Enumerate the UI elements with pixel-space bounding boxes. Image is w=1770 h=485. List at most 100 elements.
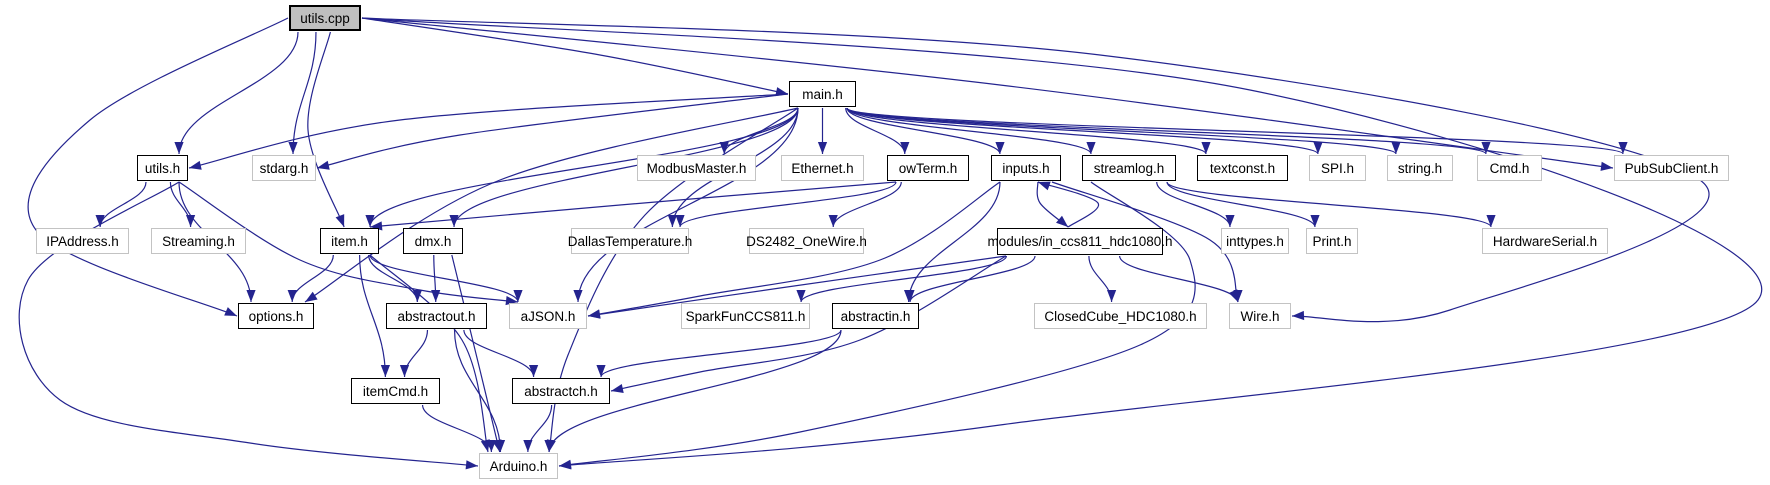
edge-main_h-to-dmx <box>453 107 799 228</box>
arrowhead-modules-to-ajson <box>588 309 601 319</box>
node-ipaddress: IPAddress.h <box>36 228 129 254</box>
arrowhead-main_h-to-dmx <box>449 215 459 227</box>
edge-main_h-to-cmd <box>846 107 1487 155</box>
arrowhead-owterm-to-dallas <box>675 215 685 227</box>
node-arduino: Arduino.h <box>479 453 558 479</box>
arrowhead-utils_cpp-to-utils_h <box>174 142 184 154</box>
arrowhead-main_h-to-options <box>305 291 318 302</box>
node-string-h: string.h <box>1387 155 1453 181</box>
arrowhead-modules-to-abstractin <box>905 290 915 302</box>
arrowhead-main_h-to-stdarg_h <box>317 160 330 170</box>
arrowhead-abstractout-to-arduino <box>495 440 506 452</box>
arrowhead-abstractin-to-arduino <box>544 440 554 452</box>
node-dallas: DallasTemperature.h <box>568 228 692 254</box>
edge-streamlog-to-arduino <box>558 181 1196 467</box>
node-abstractch[interactable]: abstractch.h <box>512 378 610 404</box>
arrowhead-item-to-abstractout <box>412 290 422 302</box>
node-stdarg-h: stdarg.h <box>252 155 316 181</box>
arrowhead-modules-to-wire <box>1233 290 1243 302</box>
arrowhead-abstractout-to-abstractch <box>529 365 539 377</box>
node-sparkfun: SparkFunCCS811.h <box>681 303 810 329</box>
node-abstractin[interactable]: abstractin.h <box>832 303 919 329</box>
node-dmx[interactable]: dmx.h <box>403 228 463 254</box>
edge-main_h-to-streamlog <box>846 107 1092 155</box>
edge-main_h-to-ajson <box>577 107 799 303</box>
arrowhead-main_h-to-spi <box>1313 142 1323 154</box>
arrowhead-utils_h-to-ipaddress <box>95 215 105 227</box>
edge-owterm-to-item <box>369 181 897 228</box>
arrowhead-utils_h-to-ajson <box>505 296 518 306</box>
arrowhead-utils_h-to-options <box>246 290 256 302</box>
arrowhead-main_h-to-cmd <box>1481 142 1491 154</box>
node-owterm[interactable]: owTerm.h <box>887 155 969 181</box>
edge-owterm-to-dallas <box>679 181 897 228</box>
edge-utils_cpp-to-arduino <box>361 17 1763 467</box>
node-abstractout[interactable]: abstractout.h <box>386 303 487 329</box>
node-utils-h[interactable]: utils.h <box>137 155 188 181</box>
arrowhead-streamlog-to-arduino <box>559 459 572 469</box>
edge-item-to-arduino <box>369 254 489 453</box>
edge-utils_cpp-to-main_h <box>361 17 789 95</box>
arrowhead-owterm-to-item <box>370 221 383 231</box>
edge-utils_h-to-ajson <box>178 181 519 303</box>
arrowhead-abstractin-to-abstractch <box>596 365 606 377</box>
node-hwserial: HardwareSerial.h <box>1482 228 1608 254</box>
edge-main_h-to-item <box>369 107 799 228</box>
node-textconst[interactable]: textconst.h <box>1197 155 1288 181</box>
edge-utils_cpp-to-item <box>307 31 345 228</box>
node-wire: Wire.h <box>1229 303 1291 329</box>
node-pubsub: PubSubClient.h <box>1614 155 1729 181</box>
node-streaming: Streaming.h <box>151 228 246 254</box>
edge-modules-to-abstractch <box>610 255 1007 392</box>
node-item[interactable]: item.h <box>320 228 379 254</box>
edge-item-to-ajson <box>369 254 519 303</box>
edge-main_h-to-inputs <box>846 107 1001 155</box>
arrowhead-main_h-to-pubsub <box>1618 142 1628 154</box>
edge-utils_cpp-to-stdarg_h <box>292 31 317 155</box>
arrowhead-utils_cpp-to-wire <box>1292 310 1305 321</box>
arrowhead-main_h-to-ajson <box>573 290 583 302</box>
node-itemcmd[interactable]: itemCmd.h <box>351 378 440 404</box>
edge-main_h-to-textconst <box>846 107 1207 155</box>
edge-dmx-to-arduino <box>451 254 501 453</box>
edge-utils_cpp-to-utils_h <box>178 31 299 155</box>
node-streamlog[interactable]: streamlog.h <box>1082 155 1176 181</box>
edge-utils_cpp-to-options <box>27 17 289 317</box>
arrowhead-streamlog-to-print <box>1310 215 1320 227</box>
edge-inputs-to-abstractin <box>908 181 1001 303</box>
node-modbus: ModbusMaster.h <box>637 155 756 181</box>
edge-utils_cpp-to-pubsub <box>361 17 1614 169</box>
edge-itemcmd-to-arduino <box>421 404 493 453</box>
arrowhead-main_h-to-streamlog <box>1086 142 1096 154</box>
node-inputs[interactable]: inputs.h <box>991 155 1061 181</box>
edge-abstractout-to-itemcmd <box>403 329 429 378</box>
edge-main_h-to-pubsub <box>846 107 1624 155</box>
arrowhead-abstractout-to-itemcmd <box>399 365 410 377</box>
arrowhead-owterm-to-ds2482 <box>828 215 838 227</box>
arrowhead-modules-to-closedcube <box>1107 290 1117 302</box>
arrowhead-main_h-to-dallas <box>667 215 677 227</box>
arrowhead-item-to-ajson <box>513 290 523 302</box>
arrowhead-modules-to-inputs <box>1037 181 1051 191</box>
edge-modules-to-sparkfun <box>800 255 1008 303</box>
edge-abstractout-to-abstractch <box>463 329 535 378</box>
edge-main_h-to-arduino <box>548 107 799 453</box>
arrowhead-inputs-to-modules <box>1056 215 1069 227</box>
node-print: Print.h <box>1306 228 1358 254</box>
node-modules[interactable]: modules/in_ccs811_hdc1080.h <box>987 228 1173 255</box>
edge-main_h-to-string_h <box>846 107 1397 155</box>
edge-modules-to-abstractin <box>909 255 1036 303</box>
arrowhead-abstractch-to-arduino <box>523 440 533 452</box>
node-ethernet: Ethernet.h <box>781 155 864 181</box>
node-options[interactable]: options.h <box>238 303 314 329</box>
arrowhead-main_h-to-inputs <box>995 142 1005 154</box>
arrowhead-utils_cpp-to-stdarg_h <box>288 142 298 154</box>
edge-streamlog-to-print <box>1166 181 1316 228</box>
edge-abstractin-to-abstractch <box>600 329 842 378</box>
edge-main_h-to-stdarg_h <box>316 93 789 169</box>
node-main-h[interactable]: main.h <box>789 81 856 107</box>
node-utils-cpp[interactable]: utils.cpp <box>289 5 361 31</box>
arrowhead-item-to-itemcmd <box>380 365 390 377</box>
edge-main_h-to-utils_h <box>188 93 789 169</box>
